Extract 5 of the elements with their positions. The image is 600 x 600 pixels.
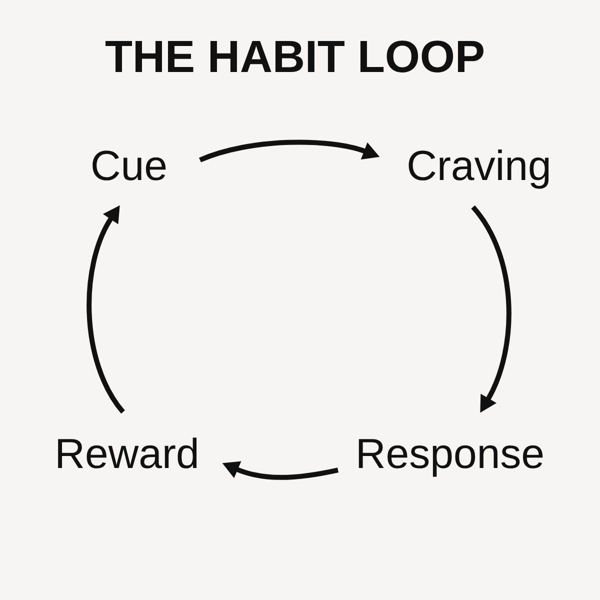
step-label: Reward [58,438,197,468]
step-label: Cue [92,150,166,180]
step-label: Craving [408,150,549,189]
step-label: Response [358,439,543,477]
title: THE HABIT LOOP [106,40,484,72]
